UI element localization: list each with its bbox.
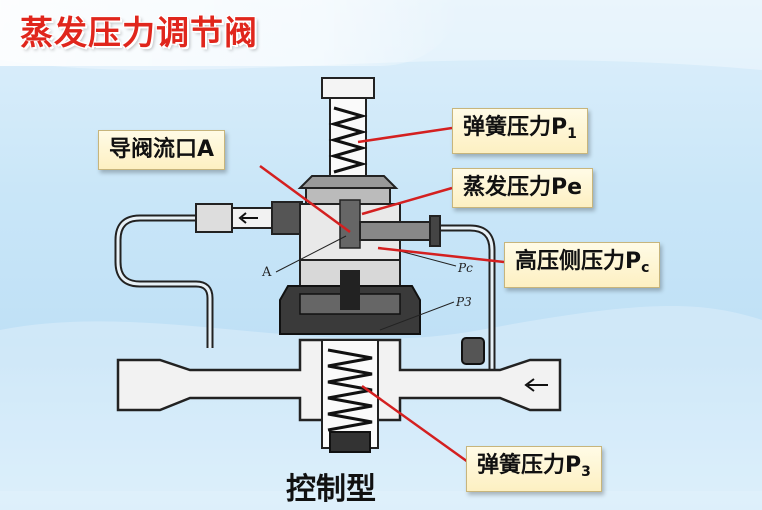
label-high-pc: 高压侧压力Pc (504, 242, 661, 288)
valve-diagram: A Pc P3 (114, 77, 562, 464)
label-spring-p3: 弹簧压力P3 (466, 446, 602, 492)
mark-p3: P3 (455, 295, 472, 309)
label-pilot-port: 导阀流口A (98, 130, 226, 170)
mark-pc: Pc (457, 261, 473, 275)
mark-a: A (261, 265, 272, 280)
leader-lines (259, 126, 505, 464)
page-title: 蒸发压力调节阀 (20, 13, 258, 52)
top-spring-housing (297, 77, 399, 205)
bottom-caption: 控制型 (286, 472, 376, 507)
label-evap-pe: 蒸发压力Pe (452, 168, 594, 208)
valve-body (279, 199, 441, 335)
bottom-spring (321, 339, 379, 453)
left-fitting (195, 201, 303, 235)
title-banner (0, 0, 460, 66)
label-spring-p1: 弹簧压力P1 (452, 108, 588, 154)
